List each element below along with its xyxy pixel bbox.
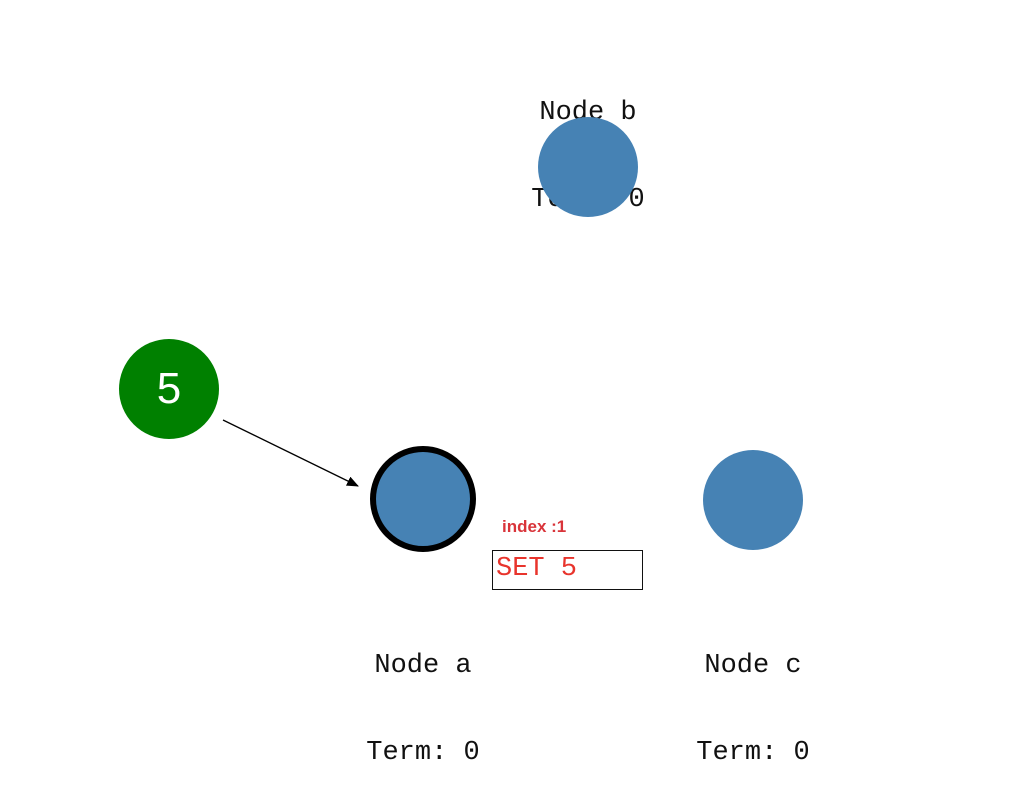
node-a-circle[interactable] [370,446,476,552]
log-index-label: index :1 [502,517,567,536]
client-request-circle[interactable]: 5 [119,339,219,439]
node-c-term: Term: 0 [696,738,810,768]
node-c-label: Node c Term: 0 [673,594,833,797]
log-entry-box: SET 5 [492,550,643,590]
client-to-node-a-arrow [222,419,359,487]
node-a-term: Term: 0 [366,738,480,768]
node-a-name: Node a [374,651,472,681]
node-a-label: Node a Term: 0 [343,594,503,797]
arrow-layer [222,419,359,487]
node-b-circle[interactable] [538,117,638,217]
client-value: 5 [156,364,182,413]
node-c-name: Node c [704,651,802,681]
node-c-circle[interactable] [703,450,803,550]
